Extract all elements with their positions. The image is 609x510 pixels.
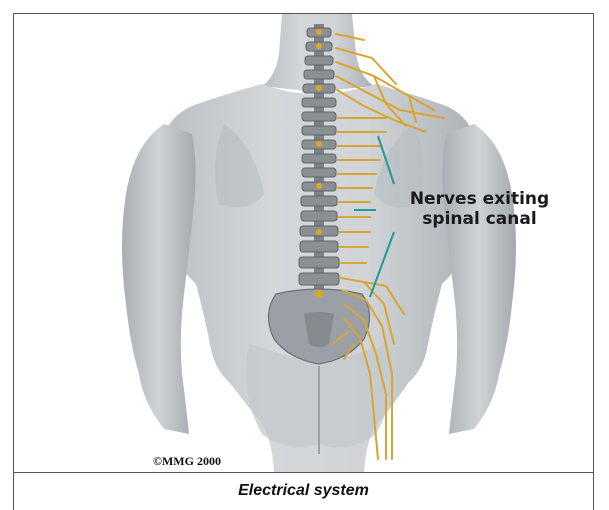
caption-border-right xyxy=(593,472,594,510)
copyright-notice: ©MMG 2000 xyxy=(153,454,221,469)
callout-line-1: Nerves exiting xyxy=(392,189,567,209)
nerve-callout-label: Nerves exiting spinal canal xyxy=(392,189,567,229)
figure-frame: Nerves exiting spinal canal ©MMG 2000 xyxy=(13,13,594,473)
illustration xyxy=(14,14,594,473)
figure-caption: Electrical system xyxy=(14,482,593,500)
callout-line-2: spinal canal xyxy=(392,209,567,229)
